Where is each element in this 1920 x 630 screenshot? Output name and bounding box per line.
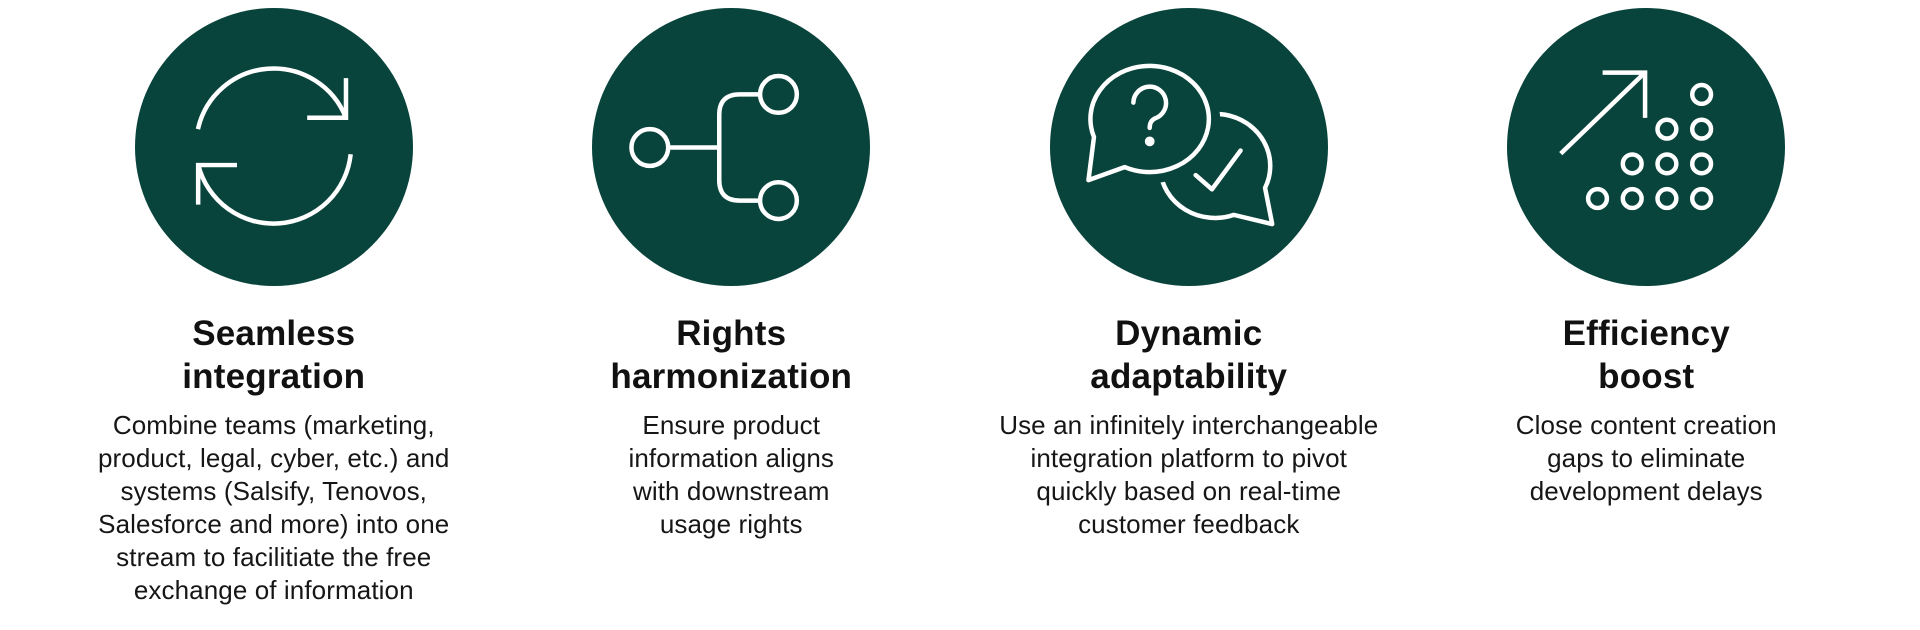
branch-nodes-icon bbox=[628, 73, 799, 221]
feature-card-seamless-integration: Seamless integration Combine teams (mark… bbox=[45, 0, 503, 607]
sync-arrows-icon bbox=[196, 65, 354, 226]
icon-circle bbox=[1507, 8, 1786, 286]
feature-description: Ensure product information aligns with d… bbox=[628, 410, 835, 539]
icon-circle bbox=[134, 8, 413, 286]
feature-heading: Efficiency boost bbox=[1562, 314, 1730, 396]
feature-description: Combine teams (marketing, product, legal… bbox=[97, 410, 450, 605]
icon-circle bbox=[592, 8, 871, 286]
feature-card-rights-harmonization: Rights harmonization Ensure product info… bbox=[503, 0, 961, 607]
feature-description: Close content creation gaps to eliminate… bbox=[1515, 410, 1777, 506]
icon-circle bbox=[1049, 8, 1328, 286]
growth-arrow-dots-icon bbox=[1558, 69, 1714, 210]
feature-heading: Seamless integration bbox=[182, 314, 366, 396]
feature-heading: Rights harmonization bbox=[610, 314, 853, 396]
chat-bubbles-icon bbox=[1077, 54, 1275, 226]
feature-heading: Dynamic adaptability bbox=[1090, 314, 1288, 396]
feature-description: Use an infinitely interchangeable integr… bbox=[999, 410, 1379, 539]
feature-card-efficiency-boost: Efficiency boost Close content creation … bbox=[1418, 0, 1876, 607]
feature-card-dynamic-adaptability: Dynamic adaptability Use an infinitely i… bbox=[960, 0, 1418, 607]
features-row: Seamless integration Combine teams (mark… bbox=[45, 0, 1876, 607]
